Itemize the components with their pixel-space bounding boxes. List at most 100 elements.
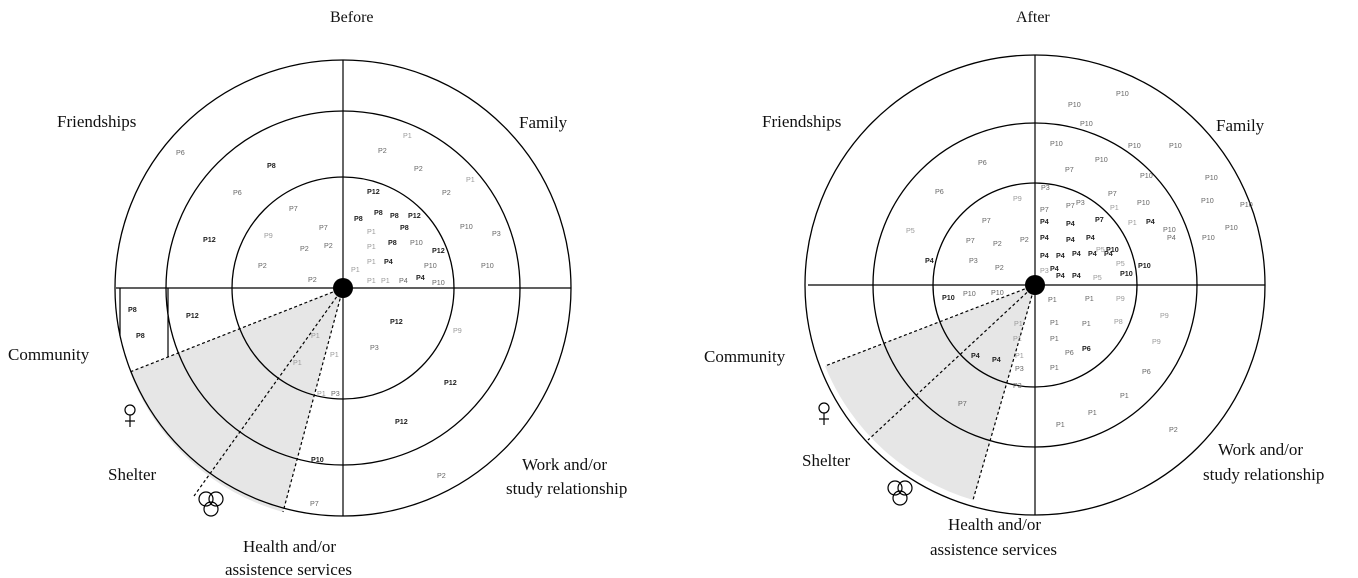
participant-marker: P6 [233, 188, 242, 197]
participant-marker: P8 [1114, 317, 1123, 326]
participant-marker: P12 [432, 246, 445, 255]
participant-marker: P8 [388, 238, 397, 247]
participant-marker: P3 [492, 229, 501, 238]
participant-marker: P1 [367, 242, 376, 251]
participant-marker: P2 [1169, 425, 1178, 434]
health-label-line1: Health and/or [948, 515, 1041, 534]
shelter-divider [867, 284, 1036, 441]
participant-marker: P6 [1142, 367, 1151, 376]
participant-marker: P10 [1240, 200, 1253, 209]
family-label: Family [1216, 116, 1265, 135]
participant-marker: P4 [1072, 249, 1081, 258]
participant-marker: P2 [993, 239, 1002, 248]
participant-marker: P4 [971, 351, 980, 360]
participant-marker: P9 [264, 231, 273, 240]
participant-marker: P1 [330, 350, 339, 359]
work-label-line2: study relationship [1203, 465, 1324, 484]
participant-marker: P3 [1013, 381, 1022, 390]
before-title: Before [330, 9, 374, 26]
participant-marker: P1 [1014, 319, 1023, 328]
participant-marker: P7 [966, 236, 975, 245]
center-dot [1025, 275, 1045, 295]
participant-marker: P1 [1013, 334, 1022, 343]
three-rings-symbol-icon [887, 480, 913, 506]
participant-marker: P9 [1116, 294, 1125, 303]
participant-marker: P7 [289, 204, 298, 213]
participant-marker: P3 [969, 256, 978, 265]
participant-marker: P10 [1225, 223, 1238, 232]
participant-marker: P6 [978, 158, 987, 167]
participant-marker: P5 [906, 226, 915, 235]
participant-marker: P7 [982, 216, 991, 225]
female-symbol-icon [818, 402, 830, 425]
participant-marker: P3 [1015, 364, 1024, 373]
participant-marker: P10 [311, 455, 324, 464]
female-symbol-icon [124, 404, 136, 427]
participant-marker: P3 [370, 343, 379, 352]
participant-marker: P2 [995, 263, 1004, 272]
participant-marker: P7 [1066, 201, 1075, 210]
participant-marker: P7 [1108, 189, 1117, 198]
participant-marker: P4 [1086, 233, 1095, 242]
participant-marker: P1 [293, 358, 302, 367]
shelter-label: Shelter [108, 465, 156, 484]
participant-marker: P2 [324, 241, 333, 250]
participant-marker: P1 [1082, 319, 1091, 328]
participant-marker: P12 [390, 317, 403, 326]
friendships-label: Friendships [57, 112, 136, 131]
participant-marker: P4 [1088, 249, 1097, 258]
friendships-label: Friendships [762, 112, 841, 131]
participant-marker: P1 [367, 276, 376, 285]
participant-marker: P4 [1167, 233, 1176, 242]
participant-marker: P1 [1110, 203, 1119, 212]
participant-marker: P2 [437, 471, 446, 480]
participant-marker: P10 [1080, 119, 1093, 128]
shelter-health-dashed-divider [972, 284, 1036, 501]
participant-marker: P9 [1013, 194, 1022, 203]
participant-marker: P10 [1205, 173, 1218, 182]
participant-marker: P10 [481, 261, 494, 270]
participant-marker: P10 [1050, 139, 1063, 148]
participant-marker: P4 [1040, 233, 1049, 242]
participant-marker: P3 [1040, 266, 1049, 275]
participant-marker: P4 [1040, 251, 1049, 260]
participant-marker: P4 [992, 355, 1001, 364]
participant-marker: P9 [453, 326, 462, 335]
participant-marker: P8 [354, 214, 363, 223]
participant-marker: P4 [1066, 235, 1075, 244]
participant-marker: P2 [414, 164, 423, 173]
participant-marker: P10 [942, 293, 955, 302]
shelter-divider [193, 287, 344, 497]
participant-marker: P10 [1138, 261, 1151, 270]
participant-marker: P8 [136, 331, 145, 340]
participant-marker: P8 [400, 223, 409, 232]
participant-marker: P2 [258, 261, 267, 270]
shelter-health-dashed-divider [282, 287, 344, 513]
participant-marker: P2 [378, 146, 387, 155]
participant-marker: P10 [1106, 245, 1119, 254]
participant-marker: P1 [1050, 363, 1059, 372]
shelter-health-shaded-sector [825, 285, 1035, 500]
participant-marker: P8 [128, 305, 137, 314]
participant-marker: P10 [1169, 141, 1182, 150]
three-rings-symbol-icon [198, 491, 224, 517]
participant-marker: P1 [1128, 218, 1137, 227]
participant-marker: P4 [1040, 217, 1049, 226]
work-label-line1: Work and/or [1218, 440, 1303, 459]
participant-marker: P12 [395, 417, 408, 426]
participant-marker: P1 [1120, 391, 1129, 400]
participant-marker: P10 [1128, 141, 1141, 150]
participant-marker: P10 [424, 261, 437, 270]
participant-marker: P12 [367, 187, 380, 196]
participant-marker: P3 [331, 389, 340, 398]
participant-marker: P1 [1050, 334, 1059, 343]
participant-marker: P4 [1056, 271, 1065, 280]
participant-marker: P10 [1095, 155, 1108, 164]
participant-marker: P2 [300, 244, 309, 253]
participant-marker: P12 [444, 378, 457, 387]
participant-marker: P4 [1066, 219, 1075, 228]
participant-marker: P1 [381, 276, 390, 285]
participant-marker: P10 [410, 238, 423, 247]
participant-marker: P8 [390, 211, 399, 220]
participant-marker: P1 [1085, 294, 1094, 303]
